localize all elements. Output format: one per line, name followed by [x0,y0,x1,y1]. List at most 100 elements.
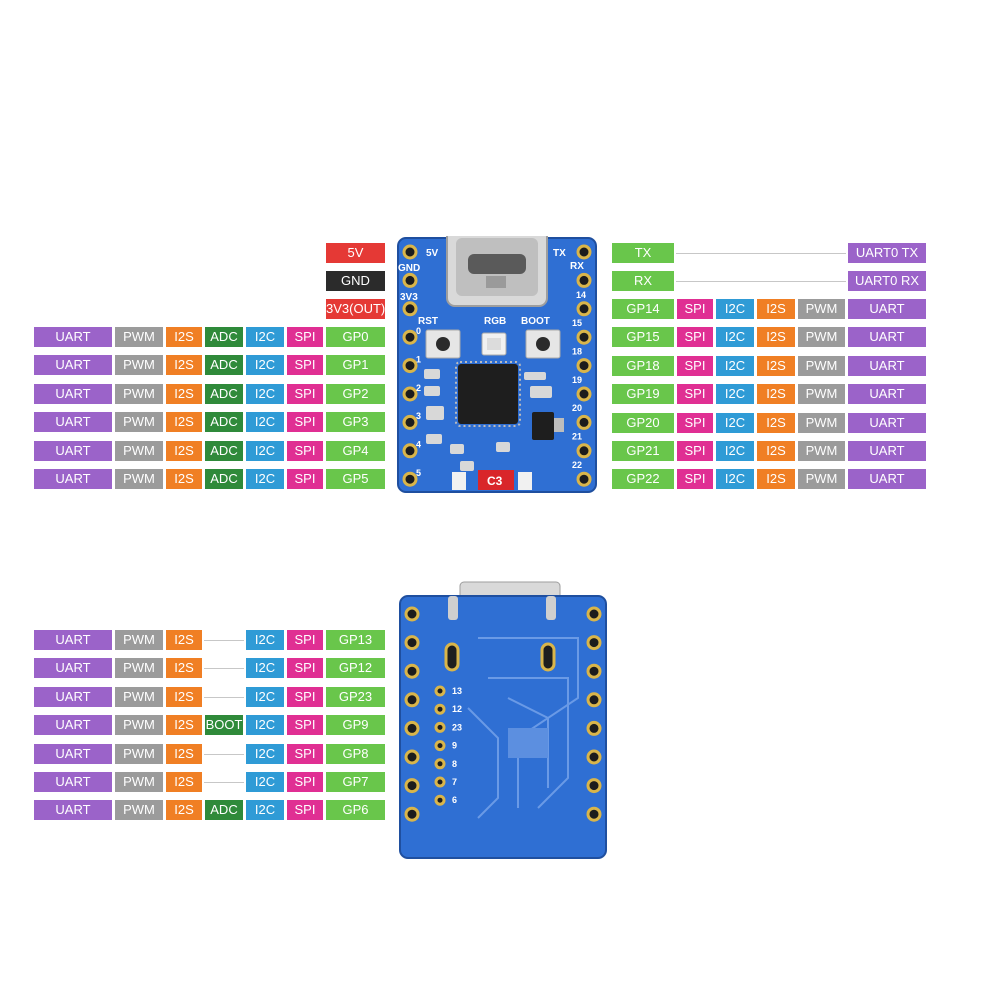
right-i2s-label: I2S [757,327,795,348]
back-i2s-label: I2S [166,743,202,764]
right-gp-label: GP18 [612,355,674,376]
back-gp-label: GP7 [326,772,385,792]
back-leader-line [204,640,244,641]
back-traces [467,637,579,819]
back-leader-line [204,782,244,783]
tx-leader-line [676,253,846,254]
regulator-tab-icon [554,418,564,432]
back-gp-label: GP6 [326,800,385,821]
right-spi-label: SPI [677,299,713,319]
capacitor-icon [496,442,510,452]
left-spi-label: SPI [287,440,323,461]
silk-rst-label: RST [418,316,438,327]
back-pwm-label: PWM [115,658,163,679]
right-uart-label: UART [848,384,926,405]
back-adc-label: ADC [205,800,243,821]
test-pad-icon [434,758,446,770]
right-i2c-label: I2C [716,412,754,433]
left-uart-label: UART [34,469,112,489]
back-leader-line [204,753,244,755]
left-spi-label: SPI [287,327,323,347]
left-adc-label: ADC [205,440,243,461]
silk-pin-number: 4 [416,440,421,450]
left-pwm-label: PWM [115,327,163,347]
right-i2c-label: I2C [716,299,754,319]
back-gp-label: GP13 [326,630,385,650]
right-i2s-label: I2S [757,469,795,490]
usb-shield-tab-icon [448,596,458,620]
back-uart-label: UART [34,715,112,736]
back-i2c-label: I2C [246,772,284,792]
silk-3v3-label: 3V3 [400,292,418,303]
mounting-slot-icon [540,642,556,672]
left-i2c-label: I2C [246,383,284,404]
left-gp-label: GP0 [326,327,385,347]
silk-14-label: 14 [576,290,586,300]
resistor-icon [530,386,552,398]
left-adc-label: ADC [205,412,243,433]
silk-tx-label: TX [553,248,566,259]
test-pad-icon [434,794,446,806]
right-pwm-label: PWM [798,441,845,461]
right-uart-label: UART [848,299,926,319]
castellated-pad-icon [402,386,418,402]
castellated-pad-icon [576,443,592,459]
silk-gnd-label: GND [398,263,420,274]
castellated-pad-icon [402,414,418,430]
right-spi-label: SPI [677,355,713,376]
resistor-icon [524,372,546,380]
power-3v3-label: 3V3(OUT) [326,299,385,319]
back-i2c-label: I2C [246,630,284,650]
castellated-pad-icon [586,778,602,794]
castellated-pad-icon [404,692,420,708]
right-gp-label: GP19 [612,384,674,405]
left-uart-label: UART [34,327,112,347]
left-spi-label: SPI [287,383,323,404]
right-gp-label: GP22 [612,469,674,490]
castellated-pad-icon [404,778,420,794]
voltage-regulator-icon [532,412,554,440]
test-pad-icon [434,776,446,788]
castellated-pad-icon [402,471,418,487]
left-i2s-label: I2S [166,412,202,433]
castellated-pad-icon [402,358,418,374]
left-spi-label: SPI [287,469,323,489]
back-right-pads [586,606,602,822]
pad-number-label: 9 [452,741,457,751]
right-pwm-label: PWM [798,355,845,376]
silk-rx-label: RX [570,261,584,272]
left-pwm-label: PWM [115,383,163,404]
pad-number-label: 8 [452,759,457,769]
back-i2s-label: I2S [166,772,202,792]
test-pad-icon [434,685,446,697]
capacitor-icon [424,386,440,396]
left-spi-label: SPI [287,355,323,376]
back-uart-label: UART [34,800,112,821]
castellated-pad-icon [576,272,592,288]
silk-pin-number: 2 [416,383,421,393]
silk-rgb-label: RGB [484,316,506,327]
left-adc-label: ADC [205,355,243,376]
silk-pin-number: 1 [416,354,421,364]
back-pwm-label: PWM [115,800,163,821]
c3-chip-label: C3 [452,470,532,490]
left-gp-label: GP5 [326,469,385,489]
pad-number-label: 12 [452,704,462,714]
usb-c-connector-icon [446,236,548,307]
back-pwm-label: PWM [115,715,163,736]
capacitor-icon [426,434,442,444]
pad-number-label: 7 [452,777,457,787]
castellated-pad-icon [404,806,420,822]
capacitor-icon [450,444,464,454]
castellated-pad-icon [404,663,420,679]
castellated-pad-icon [586,749,602,765]
crystal-icon [426,406,444,420]
right-uart-label: UART [848,412,926,433]
right-spi-label: SPI [677,469,713,490]
right-i2s-label: I2S [757,299,795,319]
back-boot-label: BOOT [205,715,243,736]
